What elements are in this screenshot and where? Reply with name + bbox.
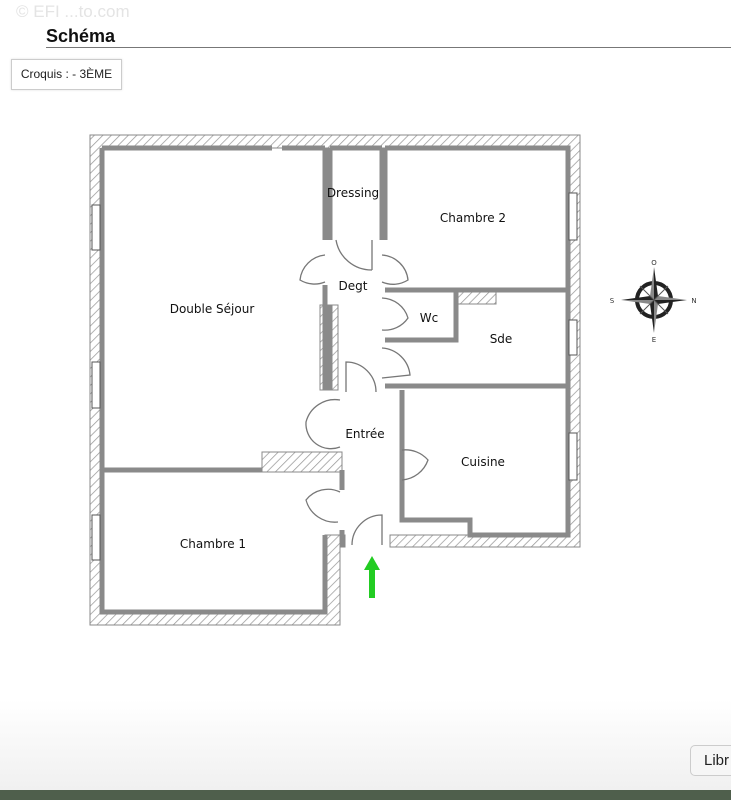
- room-dressing: Dressing: [327, 186, 379, 200]
- room-chambre-1: Chambre 1: [180, 537, 246, 551]
- watermark: © EFI ...to.com: [16, 2, 130, 21]
- compass-top-letter: O: [651, 259, 657, 267]
- compass-left-letter: S: [610, 297, 615, 305]
- room-wc: Wc: [420, 311, 438, 325]
- compass-right-letter: N: [691, 297, 696, 305]
- room-degt: Degt: [339, 279, 368, 293]
- windows: [91, 192, 578, 561]
- page-title: Schéma: [46, 26, 116, 46]
- bottom-strip: [0, 790, 731, 800]
- compass-rose-icon: O N S E: [610, 259, 697, 344]
- room-chambre-2: Chambre 2: [440, 211, 506, 225]
- compass-bottom-letter: E: [652, 336, 656, 344]
- room-entree: Entrée: [345, 427, 384, 441]
- doors: [299, 239, 429, 546]
- room-double-sejour: Double Séjour: [170, 302, 255, 316]
- interior-walls: [99, 145, 571, 615]
- room-sde: Sde: [490, 332, 513, 346]
- bottom-background: [0, 700, 731, 790]
- room-cuisine: Cuisine: [461, 455, 505, 469]
- croquis-floor-selector[interactable]: Croquis : - 3ÈME: [11, 59, 122, 90]
- outer-walls: [89, 134, 581, 626]
- entrance-arrow-icon: [364, 556, 380, 598]
- title-divider: [46, 47, 731, 48]
- footer-button[interactable]: Libr: [690, 745, 731, 776]
